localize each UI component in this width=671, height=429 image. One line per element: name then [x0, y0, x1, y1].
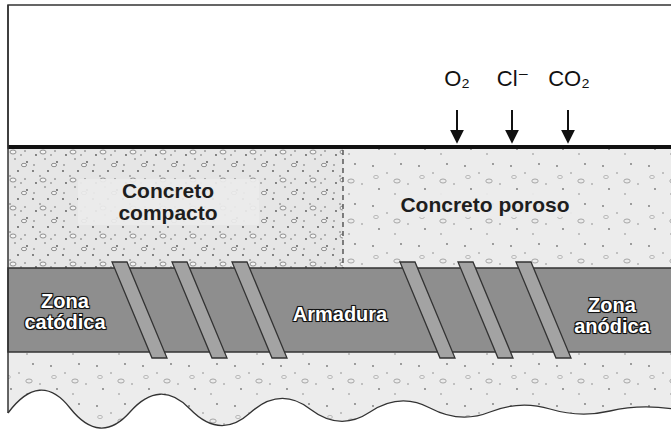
ingress-arrow: [567, 110, 569, 141]
ingress-arrow: [511, 110, 513, 141]
air-zone: [8, 5, 671, 148]
lower-concrete: [8, 350, 671, 428]
agent-label: Cl⁻: [497, 66, 529, 92]
rebar-rib: [400, 262, 455, 358]
rebar-rib: [172, 262, 227, 358]
zone-label: Armadura: [290, 303, 390, 326]
compact-concrete: [8, 148, 343, 270]
rebar-band: Zona catódica Armadura Zona anódica: [8, 268, 671, 352]
rebar-rib: [516, 262, 571, 358]
agent-label: O₂: [444, 66, 470, 92]
porous-concrete: [343, 148, 671, 270]
rebar-bar: [8, 268, 671, 352]
zone-label: Zona anódica: [559, 294, 665, 338]
rebar-rib: [112, 262, 167, 358]
concrete-zone: Concreto poroso: [343, 150, 671, 268]
zone-label: Concreto poroso: [397, 193, 572, 217]
zone-label: Zona catódica: [12, 290, 118, 334]
agent-label: CO₂: [548, 66, 590, 92]
left-edge: [7, 5, 9, 413]
rebar-rib: [458, 262, 513, 358]
zone-divider: [342, 150, 343, 268]
concrete-zone: Concreto compacto: [8, 150, 343, 268]
ingress-arrow: [456, 110, 458, 141]
rebar-ribs: [112, 262, 571, 358]
broken-edge: [8, 390, 671, 428]
zone-label: Concreto compacto: [78, 179, 259, 225]
concrete-surface: [8, 145, 671, 149]
rebar-rib: [232, 262, 287, 358]
